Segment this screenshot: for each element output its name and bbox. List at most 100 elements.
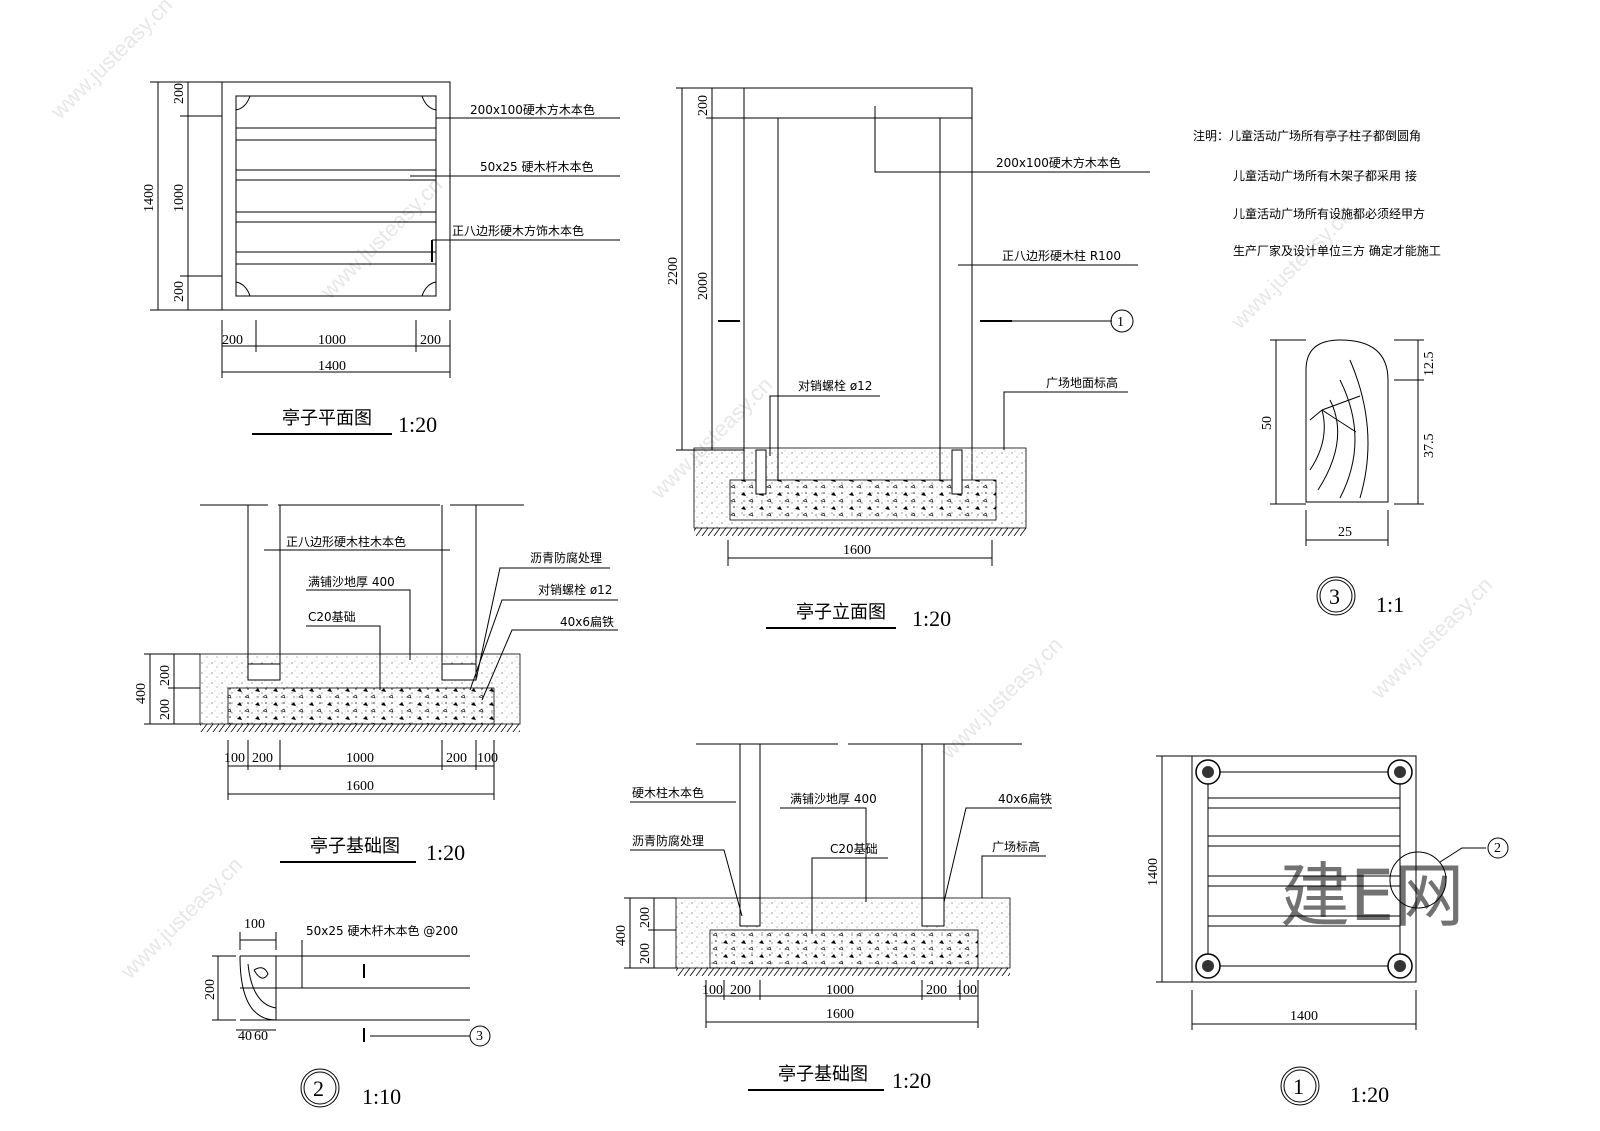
watermark-text: www.justeasy.cn (315, 172, 447, 304)
dim-label: 200 (252, 751, 273, 766)
dim-label: 200 (172, 83, 187, 104)
dim-label: 200 (203, 979, 218, 1000)
foundation-label: 满铺沙地厚 400 (308, 575, 395, 589)
dim-label: 1000 (318, 333, 346, 348)
foundation-label: 沥青防腐处理 (530, 550, 602, 565)
dim-label: 200 (926, 983, 947, 998)
concrete-footing (709, 929, 979, 969)
detail-ref-callout (1487, 837, 1509, 859)
corner-posts (1195, 759, 1413, 979)
dim-label: 400 (614, 925, 629, 946)
concrete-footing (227, 687, 495, 725)
timber-section (1305, 339, 1389, 503)
dim-label: 200 (222, 333, 243, 348)
notes-block: 注明：儿童活动广场所有亭子柱子都倒圆角 儿童活动广场所有木架子都采用 接 儿童活… (1193, 128, 1441, 258)
earth-hatch (694, 528, 1026, 536)
leader-line (306, 625, 381, 690)
foundation2-label: 广场标高 (992, 839, 1040, 854)
dim-label: 37.5 (1422, 434, 1437, 459)
dim-label: 1600 (346, 779, 374, 794)
section-callout (1110, 309, 1134, 333)
foundation1-dims-bottom: 100 200 1000 200 100 1600 (224, 740, 498, 800)
elev-label: 正八边形硬木柱 R100 (1002, 248, 1121, 263)
dim-label: 1600 (826, 1007, 854, 1022)
detail-callout (300, 1068, 340, 1108)
corner-post-marks (235, 95, 437, 297)
dim-label: 200 (446, 751, 467, 766)
detail-callout (1280, 1066, 1320, 1106)
foundation2-dims-bottom: 100 200 1000 200 100 1600 (702, 980, 979, 1028)
dim-label: 1600 (843, 543, 871, 558)
dim-label: 1400 (1146, 858, 1161, 886)
note-line: 儿童活动广场所有设施都必须经甲方 (1233, 206, 1425, 221)
bolt (755, 449, 767, 495)
leader-line (475, 567, 610, 681)
foundation2-label: 40x6扁铁 (998, 792, 1052, 806)
foundation-view-1: 正八边形硬木柱木本色 满铺沙地厚 400 C20基础 沥青防腐处理 对销螺栓 ø… (134, 504, 618, 865)
post-end-grain (239, 955, 277, 1021)
dim-label: 200 (158, 665, 173, 686)
leader-line (1439, 847, 1486, 863)
leader-line (811, 857, 888, 934)
detail-1: 2 1400 1400 1 1:20 (1146, 755, 1509, 1107)
foundation1-title: 亭子基础图 (310, 836, 400, 857)
elev-label: 对销螺栓 ø12 (798, 378, 872, 393)
dim-label: 40 (238, 1029, 252, 1044)
watermark-text: www.justeasy.cn (1225, 202, 1357, 334)
dim-label: 100 (477, 751, 498, 766)
leader-line (943, 807, 1052, 903)
detail-scale: 1:10 (362, 1084, 401, 1109)
leader-line (469, 599, 618, 691)
foundation-view-2: 硬木柱木本色 满铺沙地厚 400 40x6扁铁 沥青防腐处理 C20基础 广场标… (614, 743, 1052, 1093)
dim-label: 1000 (172, 184, 187, 212)
dim-label: 200 (696, 95, 711, 116)
elev-label: 200x100硬木方木本色 (996, 155, 1121, 170)
detail-callout (1316, 576, 1356, 616)
leader-line (306, 589, 411, 660)
watermark-logo: 建E网 (1280, 855, 1464, 937)
foundation2-label: 沥青防腐处理 (632, 833, 704, 848)
leader-line (874, 106, 1150, 173)
plan-scale: 1:20 (398, 412, 437, 437)
foundation-label: 对销螺栓 ø12 (538, 582, 612, 597)
leader-line (481, 629, 618, 701)
detail-scale: 1:20 (1350, 1082, 1389, 1107)
detail-3: 50 12.5 37.5 25 3 1:1 (1260, 339, 1437, 617)
callout-number: 3 (476, 1029, 483, 1044)
watermark-text: www.justeasy.cn (115, 852, 247, 984)
callout-number: 3 (1329, 584, 1340, 609)
dim-label: 1400 (318, 359, 346, 374)
foundation2-title: 亭子基础图 (778, 1064, 868, 1085)
leader-line (769, 395, 880, 456)
foundation2-dims-left: 200 200 400 (614, 897, 676, 969)
foundation2-label: 硬木柱木本色 (632, 785, 704, 800)
foundation2-label: C20基础 (830, 842, 878, 856)
grain-lines (1309, 359, 1369, 499)
note-line: 儿童活动广场所有木架子都采用 接 (1233, 168, 1417, 183)
elev-title: 亭子立面图 (796, 602, 886, 623)
detail-ref-callout (469, 1025, 491, 1047)
dim-label: 100 (244, 917, 265, 932)
callout-number: 2 (313, 1076, 324, 1101)
dim-label: 1000 (346, 751, 374, 766)
note-line: 注明：儿童活动广场所有亭子柱子都倒圆角 (1193, 128, 1421, 143)
dim-label: 200 (638, 943, 653, 964)
foundation-label: C20基础 (308, 610, 356, 624)
dim-label: 2200 (666, 257, 681, 285)
foundation-label: 40x6扁铁 (560, 615, 614, 629)
rail-lines (240, 955, 470, 1021)
plan-outline (1191, 755, 1417, 983)
dim-label: 200 (638, 907, 653, 928)
detail-scale: 1:1 (1376, 592, 1404, 617)
bolt (951, 449, 963, 495)
leader-line (981, 855, 1046, 898)
elevation-view: 200x100硬木方木本色 正八边形硬木柱 R100 1 对销螺栓 ø12 广场… (666, 87, 1150, 631)
elev-dims-left: 200 2000 2200 (666, 87, 744, 451)
leader-line (1003, 391, 1128, 450)
detail-circle (1389, 851, 1447, 909)
foundation1-dims-left: 200 200 400 (134, 653, 200, 725)
callout-number: 2 (1494, 841, 1501, 856)
detail-2: 50x25 硬木杆木本色 @200 3 100 200 40 60 2 1:10 (203, 917, 491, 1109)
dim-label: 2000 (696, 272, 711, 300)
